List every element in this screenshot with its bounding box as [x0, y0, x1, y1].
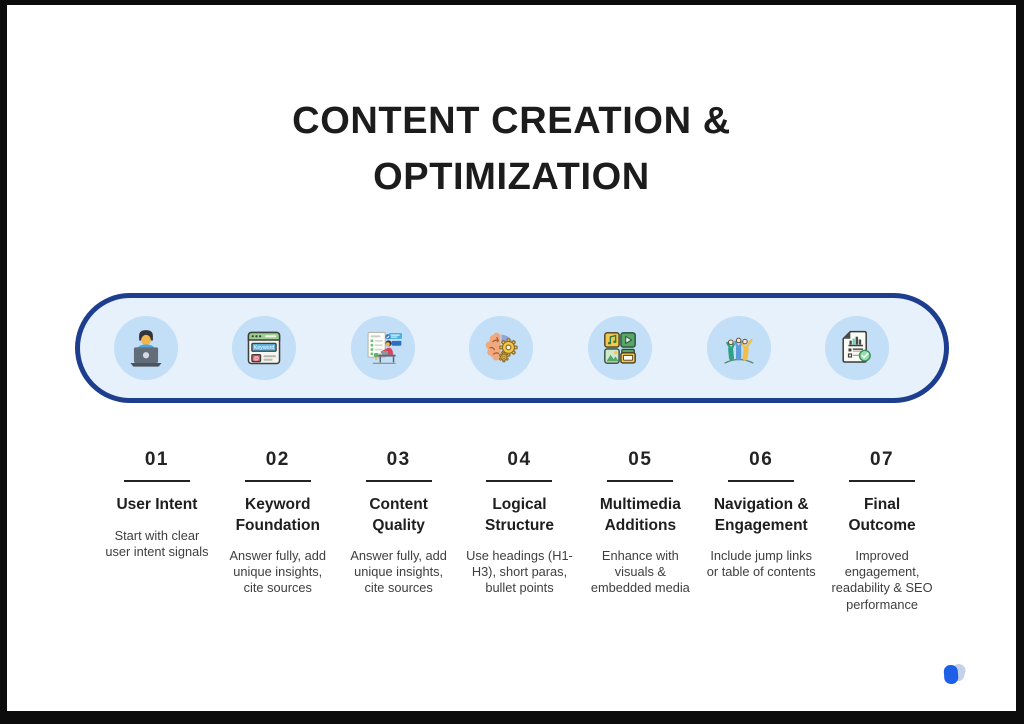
page-title-line-2: OPTIMIZATION — [373, 156, 650, 199]
step-number: 06 — [749, 449, 774, 471]
step-title: Logical Structure — [485, 496, 554, 534]
page-title: CONTENT CREATION & OPTIMIZATION — [7, 93, 1016, 205]
step-description: Include jump links or table of contents — [706, 547, 816, 579]
step-6-icon-circle — [706, 316, 771, 381]
step-description: Answer fully, add unique insights, cite … — [229, 547, 327, 596]
step-description: Enhance with visuals & embedded media — [590, 547, 690, 596]
step-number: 02 — [265, 449, 290, 471]
step-title: User Intent — [116, 496, 198, 514]
at-symbol: @ — [253, 357, 259, 363]
content-writer-icon — [367, 332, 402, 365]
step-divider — [849, 480, 916, 483]
multimedia-grid-icon — [604, 332, 636, 365]
brand-logo-icon — [943, 664, 966, 685]
step-7-icon-circle — [825, 316, 890, 381]
report-checkmark-icon — [842, 331, 872, 364]
step-divider — [365, 480, 432, 483]
keyword-webpage-icon: Keyword @ — [247, 332, 281, 365]
step-divider — [123, 480, 190, 483]
step-column-4: 04 Logical Structure Use headings (H1-H3… — [459, 449, 580, 612]
step-number: 01 — [144, 449, 169, 471]
step-title: Multimedia Additions — [599, 496, 681, 534]
user-at-laptop-icon — [129, 330, 162, 368]
step-number: 07 — [869, 449, 895, 471]
step-divider — [728, 480, 795, 483]
step-column-5: 05 Multimedia Additions Enhance with vis… — [580, 449, 701, 612]
step-title: Keyword Foundation — [235, 496, 320, 534]
step-column-1: 01 User Intent Start with clear user int… — [97, 449, 218, 612]
keyword-label: Keyword — [254, 346, 275, 352]
step-divider — [607, 480, 674, 483]
step-4-icon-circle — [469, 316, 534, 381]
process-pill: Keyword @ — [74, 293, 949, 404]
step-title: Navigation & Engagement — [713, 496, 809, 534]
step-divider — [244, 480, 311, 483]
step-column-2: 02 Keyword Foundation Answer fully, add … — [217, 449, 338, 612]
step-description: Answer fully, add unique insights, cite … — [350, 547, 447, 596]
step-column-7: 07 Final Outcome Improved engagement, re… — [822, 449, 943, 612]
steps-row: 01 User Intent Start with clear user int… — [97, 449, 943, 612]
step-number: 03 — [386, 449, 411, 471]
people-celebrating-icon — [724, 338, 754, 365]
step-column-3: 03 Content Quality Answer fully, add uni… — [338, 449, 459, 612]
step-divider — [486, 480, 553, 483]
step-2-icon-circle: Keyword @ — [232, 316, 297, 381]
step-title: Content Quality — [369, 496, 428, 534]
step-description: Use headings (H1-H3), short paras, bulle… — [466, 547, 573, 596]
step-description: Improved engagement, readability & SEO p… — [831, 547, 933, 612]
step-title: Final Outcome — [848, 496, 916, 534]
step-description: Start with clear user intent signals — [105, 527, 209, 559]
brand-logo — [938, 661, 972, 691]
step-number: 05 — [628, 449, 653, 471]
step-5-icon-circle — [588, 316, 653, 381]
page-title-line-1: CONTENT CREATION & — [292, 100, 731, 142]
brain-gears-icon — [486, 333, 519, 363]
step-number: 04 — [507, 449, 532, 471]
step-3-icon-circle — [350, 316, 415, 381]
step-column-6: 06 Navigation & Engagement Include jump … — [701, 449, 822, 612]
step-1-icon-circle — [113, 316, 178, 381]
